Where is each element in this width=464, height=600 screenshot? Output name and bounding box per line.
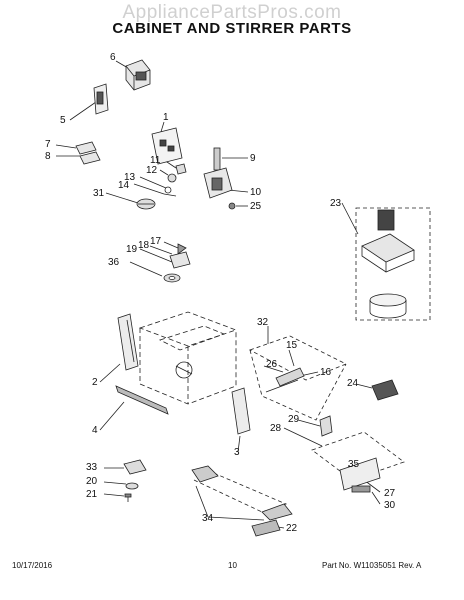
leader-5 <box>69 101 97 121</box>
leader-20 <box>103 481 127 485</box>
part-24-latch <box>371 379 399 401</box>
callout-34: 34 <box>202 513 214 524</box>
callout-17: 17 <box>150 236 162 247</box>
callout-35: 35 <box>348 459 360 470</box>
part-36-grommet <box>163 273 181 283</box>
callout-29: 29 <box>288 414 300 425</box>
part-34-lower-rails <box>191 465 293 521</box>
footer-part-number: Part No. W11035051 Rev. A <box>322 561 422 570</box>
leader-21 <box>103 493 125 497</box>
footer-page-number: 10 <box>228 561 237 570</box>
part-7-8-clips <box>75 141 101 165</box>
cabinet-body <box>138 311 238 405</box>
part-15-16-26-damper <box>265 367 305 393</box>
callout-25: 25 <box>250 201 262 212</box>
leader-13 <box>139 176 167 189</box>
callout-18: 18 <box>138 240 150 251</box>
callout-9: 9 <box>250 153 256 164</box>
callout-28: 28 <box>270 423 282 434</box>
callout-32: 32 <box>257 317 269 328</box>
callout-10: 10 <box>250 187 262 198</box>
leader-14 <box>133 183 165 195</box>
callout-20: 20 <box>86 476 98 487</box>
leader-26 <box>263 365 284 373</box>
part-32-vent-assembly <box>249 335 347 421</box>
part-11-12-clips <box>167 163 187 183</box>
leader-23 <box>341 202 359 235</box>
callout-24: 24 <box>347 378 359 389</box>
leader-34a <box>195 485 209 518</box>
leader-31 <box>105 192 139 204</box>
callout-5: 5 <box>60 115 66 126</box>
leader-34b <box>207 516 265 521</box>
footer-date: 10/17/2016 <box>12 561 53 570</box>
callout-8: 8 <box>45 151 51 162</box>
part-17-18-19-sensor <box>169 243 191 269</box>
callout-6: 6 <box>110 52 116 63</box>
part-27-28-30-35-hinge-assembly <box>311 431 405 493</box>
cabinet-interior <box>175 361 193 379</box>
watermark-text: AppliancePartsPros.com <box>122 2 342 23</box>
callout-16: 16 <box>320 367 332 378</box>
leader-18 <box>149 245 173 255</box>
part-23-stirrer-assembly <box>355 207 431 321</box>
callout-1: 1 <box>163 112 169 123</box>
leader-17 <box>163 241 179 249</box>
leader-19 <box>139 248 173 263</box>
part-31-thermostat <box>136 198 156 210</box>
part-1-control-board <box>151 127 183 165</box>
part-33-20-21-bracket <box>123 459 147 502</box>
leader-2 <box>99 363 121 383</box>
callout-19: 19 <box>126 244 138 255</box>
part-4-trim-strip <box>115 385 169 415</box>
part-29-bracket <box>319 415 333 437</box>
part-9-10-motor <box>203 147 236 210</box>
part-3-side-trim <box>231 387 251 435</box>
callout-22: 22 <box>286 523 298 534</box>
callout-21: 21 <box>86 489 98 500</box>
part-6-connector-block <box>125 59 151 91</box>
page-title: CABINET AND STIRRER PARTS <box>112 20 352 37</box>
callout-14: 14 <box>118 180 130 191</box>
callout-15: 15 <box>286 340 298 351</box>
part-5-bracket <box>93 83 109 115</box>
leader-36 <box>129 261 163 277</box>
callout-36: 36 <box>108 257 120 268</box>
part-2-side-trim <box>117 313 139 371</box>
callout-3: 3 <box>234 447 240 458</box>
callout-26: 26 <box>266 359 278 370</box>
leader-4 <box>99 401 125 431</box>
callout-27: 27 <box>384 488 396 499</box>
leader-24 <box>355 383 373 389</box>
leader-15 <box>288 349 295 367</box>
callout-2: 2 <box>92 377 98 388</box>
leader-30 <box>371 491 381 505</box>
leader-3 <box>237 435 241 453</box>
callout-30: 30 <box>384 500 396 511</box>
callout-4: 4 <box>92 425 98 436</box>
leader-12 <box>159 169 169 176</box>
part-13-14-fasteners <box>163 186 177 197</box>
callout-7: 7 <box>45 139 51 150</box>
leader-29 <box>297 419 321 427</box>
callout-13: 13 <box>124 172 136 183</box>
callout-31: 31 <box>93 188 105 199</box>
leader-7 <box>55 144 77 149</box>
leader-28 <box>283 427 323 447</box>
callout-23: 23 <box>330 198 342 209</box>
callout-11: 11 <box>150 155 161 166</box>
part-22-rail <box>251 519 281 537</box>
callout-12: 12 <box>146 165 158 176</box>
callout-33: 33 <box>86 462 98 473</box>
